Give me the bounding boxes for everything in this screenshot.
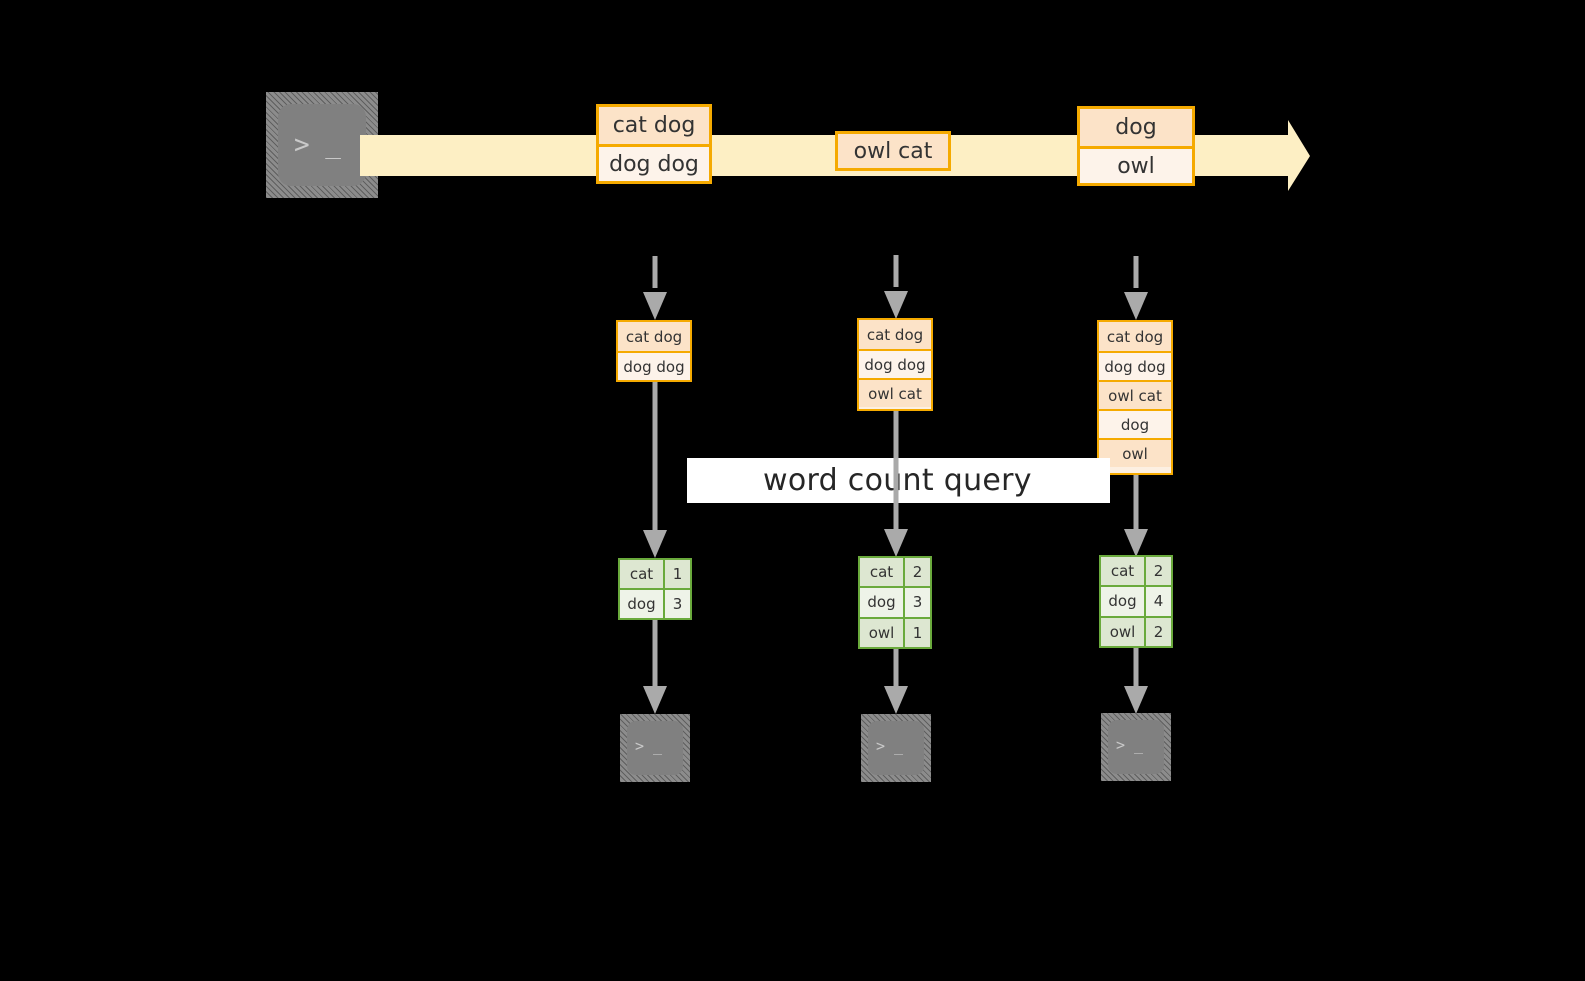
log-line: owl cat: [1099, 380, 1171, 409]
table-row: dog 3: [860, 586, 930, 617]
snapshot-2-output-arrow: [884, 649, 908, 714]
terminal-prompt-glyph: > _: [876, 737, 904, 755]
log-line: owl: [1099, 438, 1171, 467]
snapshot-1-result-table: cat 1 dog 3: [618, 558, 692, 620]
terminal-prompt-glyph: > _: [1116, 736, 1144, 754]
terminal-face: [278, 104, 366, 186]
snapshot-1-tap-arrow: [643, 256, 667, 320]
log-line: cat dog: [618, 322, 690, 351]
snapshot-1-output-arrow: [643, 620, 667, 714]
word-cell: owl: [1101, 617, 1144, 646]
log-line: dog dog: [859, 349, 931, 378]
stream-message-1: cat dog dog dog: [596, 104, 712, 184]
log-line: dog: [1099, 409, 1171, 438]
snapshot-2-log: cat dog dog dog owl cat: [857, 318, 933, 411]
count-cell: 3: [903, 588, 930, 617]
table-row: cat 2: [1101, 557, 1171, 586]
stream-message-line: owl cat: [838, 134, 948, 168]
snapshot-2-consumer-terminal-icon: > _: [861, 714, 931, 782]
snapshot-3-consumer-terminal-icon: > _: [1101, 713, 1171, 781]
table-row: dog 4: [1101, 585, 1171, 616]
count-cell: 1: [663, 560, 690, 588]
count-cell: 2: [903, 558, 930, 587]
table-row: owl 1: [860, 616, 930, 647]
log-line: dog dog: [1099, 351, 1171, 380]
count-cell: 4: [1144, 587, 1171, 616]
word-cell: dog: [860, 588, 903, 617]
snapshot-3-result-table: cat 2 dog 4 owl 2: [1099, 555, 1173, 648]
snapshot-1-consumer-terminal-icon: > _: [620, 714, 690, 782]
word-cell: dog: [1101, 587, 1144, 616]
snapshot-3-query-arrow: [1124, 475, 1148, 557]
producer-terminal-icon: > _: [266, 92, 378, 198]
log-line: owl cat: [859, 378, 931, 407]
count-cell: 3: [663, 590, 690, 618]
count-cell: 2: [1144, 557, 1171, 586]
table-row: cat 1: [620, 560, 690, 588]
terminal-face: [627, 721, 683, 775]
word-cell: cat: [1101, 557, 1144, 586]
snapshot-2-result-table: cat 2 dog 3 owl 1: [858, 556, 932, 649]
snapshot-2-tap-arrow: [884, 255, 908, 319]
log-line: dog dog: [618, 351, 690, 380]
word-cell: cat: [860, 558, 903, 587]
stream-message-line: dog: [1080, 109, 1192, 146]
snapshot-1-log: cat dog dog dog: [616, 320, 692, 382]
table-row: dog 3: [620, 588, 690, 618]
snapshot-1-query-arrow: [643, 382, 667, 558]
table-row: cat 2: [860, 558, 930, 587]
count-cell: 2: [1144, 617, 1171, 646]
log-line: cat dog: [1099, 322, 1171, 351]
word-cell: owl: [860, 618, 903, 647]
snapshot-3-log: cat dog dog dog owl cat dog owl: [1097, 320, 1173, 475]
count-cell: 1: [903, 618, 930, 647]
snapshot-2-query-arrow: [884, 411, 908, 557]
terminal-face: [1108, 720, 1164, 774]
word-cell: dog: [620, 590, 663, 618]
terminal-prompt-glyph: > _: [635, 737, 663, 755]
stream-message-3: dog owl: [1077, 106, 1195, 186]
snapshot-3-tap-arrow: [1124, 256, 1148, 320]
table-row: owl 2: [1101, 615, 1171, 646]
log-line: cat dog: [859, 320, 931, 349]
stream-message-line: owl: [1080, 146, 1192, 183]
stream-message-line: dog dog: [599, 144, 709, 181]
stream-message-line: cat dog: [599, 107, 709, 144]
terminal-prompt-glyph: > _: [294, 130, 341, 160]
stream-message-2: owl cat: [835, 131, 951, 171]
terminal-face: [868, 721, 924, 775]
word-cell: cat: [620, 560, 663, 588]
snapshot-3-output-arrow: [1124, 648, 1148, 714]
